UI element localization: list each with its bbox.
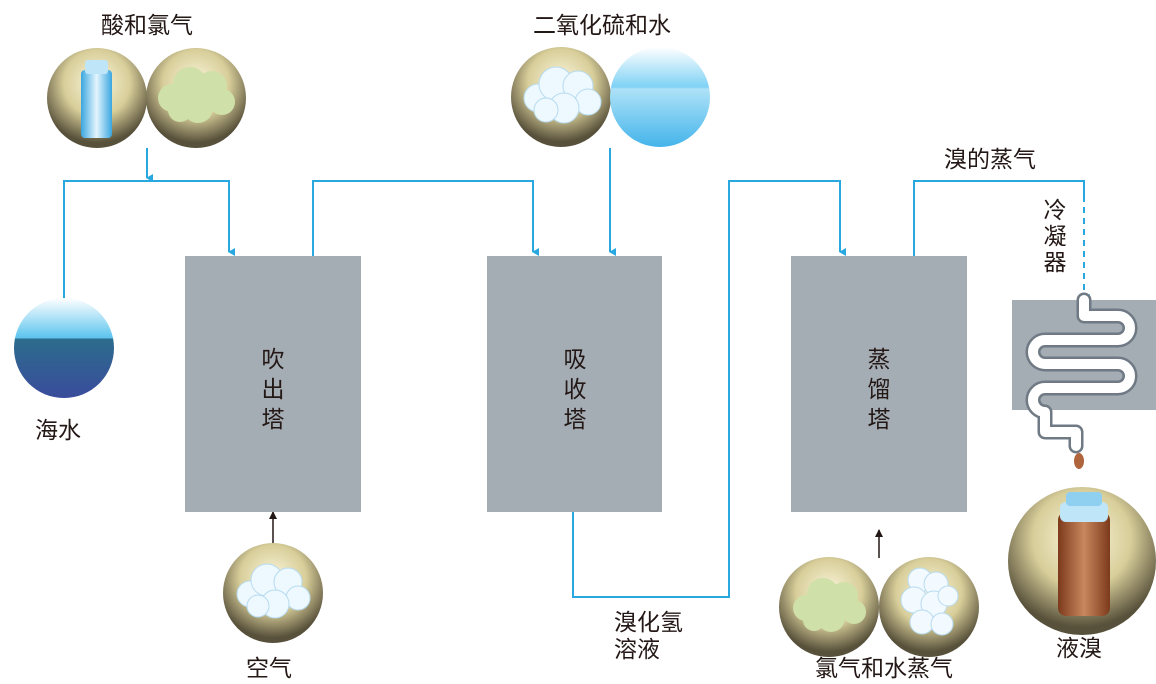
blowout-to-absorption-line [312, 180, 539, 256]
condenser-coil [1025, 292, 1138, 454]
so2-water-label: 二氧化硫和水 [533, 13, 671, 39]
seawater-label: 海水 [35, 418, 81, 444]
chlorine-steam-label: 氯气和水蒸气 [815, 656, 953, 682]
flow-lines [63, 148, 1090, 598]
seawater-feed-line [63, 180, 235, 310]
distillation-tower [791, 256, 967, 512]
chlorine-cloud-icon [146, 48, 246, 148]
seawater-icon [14, 298, 114, 398]
distillation-tower-label: 蒸馏塔 [867, 347, 891, 433]
liquid-bromine-label: 液溴 [1056, 636, 1102, 662]
air-arrow-head [269, 511, 277, 519]
bromine-vapor-label: 溴的蒸气 [944, 147, 1036, 173]
hbr-solution-line [572, 180, 846, 598]
air-cloud-icon [223, 543, 323, 643]
absorption-tower-label: 吸收塔 [563, 347, 587, 433]
steam-arrow-head [875, 529, 883, 537]
blowout-tower-label: 吹出塔 [261, 347, 285, 433]
hbr-solution-label-line2: 溶液 [614, 637, 660, 663]
water-icon [610, 47, 710, 147]
air-label: 空气 [246, 656, 292, 682]
condenser-label: 冷凝器 [1043, 198, 1067, 276]
bromine-droplet [1074, 453, 1084, 469]
sulfur-dioxide-cloud-icon [511, 47, 611, 147]
acid-chlorine-label: 酸和氯气 [101, 13, 193, 39]
blowout-tower [185, 256, 361, 512]
water-vapor-icon [879, 557, 979, 657]
chlorine-gas-icon [779, 557, 879, 657]
hbr-solution-label-line1: 溴化氢 [614, 610, 683, 636]
bromine-vapor-line [913, 180, 1085, 256]
absorption-tower [487, 256, 662, 512]
acid-bottle-icon [47, 48, 147, 148]
liquid-bromine-icon [1008, 487, 1156, 635]
